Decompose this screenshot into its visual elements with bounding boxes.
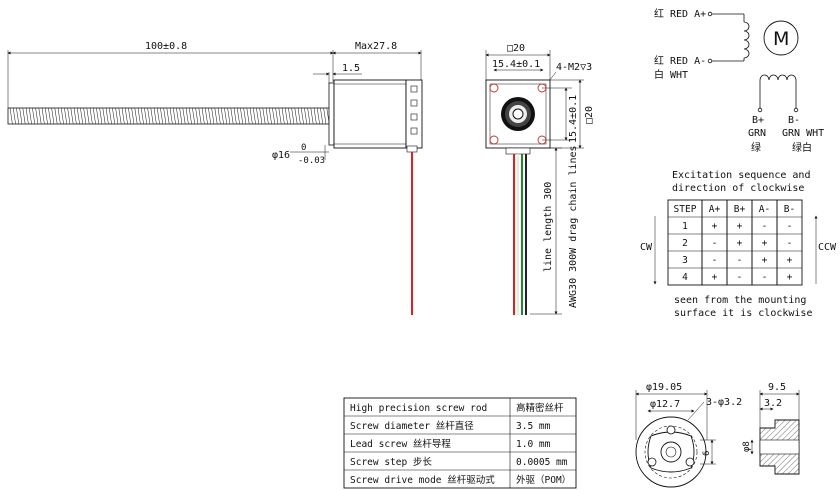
spec-value-cell: 1.0 mm xyxy=(516,439,551,450)
nut-height: 6 xyxy=(702,451,712,456)
nut-outer-dia: φ19.05 xyxy=(646,382,682,393)
excitation-cell: + xyxy=(712,272,718,283)
excitation-cell: - xyxy=(712,255,718,266)
excitation-header-cell: A+ xyxy=(709,204,721,215)
label-b-minus-en: GRN WHT xyxy=(782,128,824,139)
excitation-cell: - xyxy=(712,238,718,249)
excitation-note-1: seen from the mounting xyxy=(674,295,806,306)
label-b-minus: B- xyxy=(788,115,800,126)
label-b-plus-en: GRN xyxy=(748,128,766,139)
excitation-cell: + xyxy=(737,238,743,249)
spec-value-cell: 3.5 mm xyxy=(516,421,551,432)
excitation-table-frame xyxy=(667,199,803,286)
diameter-dim: φ16 xyxy=(272,150,290,161)
excitation-cell: - xyxy=(787,238,793,249)
excitation-cell: + xyxy=(762,255,768,266)
label-a-plus: 红 RED A+ xyxy=(654,7,706,20)
side-view: 100±0.8 Max27.8 1.5 φ16 0 -0.03 xyxy=(7,41,423,315)
hole-spacing-v: 15.4±0.1 xyxy=(568,95,579,143)
mount-hole xyxy=(489,83,499,93)
excitation-cell: 4 xyxy=(682,272,688,283)
hole-spec: 4-M2▽3 xyxy=(556,62,592,73)
excitation-cell: - xyxy=(787,221,793,232)
spec-table-frame xyxy=(343,397,577,489)
label-a-minus: 红 RED A- xyxy=(654,54,706,67)
cw-label: CW xyxy=(640,242,653,253)
coil-b xyxy=(759,74,797,81)
offset-dim: 1.5 xyxy=(342,63,360,74)
excitation-cell: - xyxy=(762,272,768,283)
excitation-cell: 2 xyxy=(682,238,688,249)
excitation-cell: + xyxy=(712,221,718,232)
excitation-header-cell: B+ xyxy=(734,204,746,215)
coil-a xyxy=(743,21,750,59)
spec-label-cell: High precision screw rod xyxy=(350,403,487,414)
square-top-dim: □20 xyxy=(507,43,525,54)
excitation-title-1: Excitation sequence and xyxy=(672,170,810,181)
excitation-section: Excitation sequence and direction of clo… xyxy=(640,170,837,319)
label-b-plus-cn: 绿 xyxy=(751,141,761,154)
excitation-cell: + xyxy=(787,255,793,266)
nut-bore-dim: φ8 xyxy=(742,441,752,452)
front-view: □20 15.4±0.1 4-M2▽3 15.4±0.1 □20 xyxy=(485,43,595,315)
excitation-header-cell: B- xyxy=(784,204,795,215)
excitation-cell: - xyxy=(762,221,768,232)
excitation-title-2: direction of clockwise xyxy=(672,183,804,194)
excitation-table: STEP A+ B+ A- B- 1 + + - - 2 - + + - 3 - - + +4 + - - + xyxy=(667,199,803,286)
hole-spacing-h: 15.4±0.1 xyxy=(492,59,540,70)
spec-label-cell: Screw step 步长 xyxy=(350,456,432,468)
wire-spec: AWG30 300W drag chain lines xyxy=(568,145,579,308)
spec-label-cell: Screw diameter 丝杆直径 xyxy=(350,420,474,432)
spec-label-cell: Lead screw 丝杆导程 xyxy=(350,438,451,450)
length-dim: 100±0.8 xyxy=(145,41,187,52)
spec-value-cell: 0.0005 mm xyxy=(516,457,568,468)
excitation-cell: - xyxy=(737,272,743,283)
ccw-label: CCW xyxy=(818,242,837,253)
excitation-cell: + xyxy=(787,272,793,283)
nut-hole xyxy=(666,425,676,435)
label-b-minus-cn: 绿白 xyxy=(792,141,812,154)
mount-hole xyxy=(489,135,499,145)
excitation-header-cell: A- xyxy=(759,204,770,215)
shaft xyxy=(512,108,524,120)
motor-symbol xyxy=(763,20,799,56)
spec-value-cell: 高精密丝杆 xyxy=(516,402,564,414)
excitation-cell: 1 xyxy=(682,221,688,232)
spec-label-cell: Screw drive mode 丝杆驱动式 xyxy=(350,474,495,486)
screw-thread xyxy=(9,107,333,125)
excitation-cell: - xyxy=(737,255,743,266)
motor-flange xyxy=(328,82,335,146)
nut-flange: 3.2 xyxy=(764,398,782,409)
max-dim: Max27.8 xyxy=(355,41,397,52)
excitation-cell: + xyxy=(737,221,743,232)
nut-front-view: φ19.05 φ12.7 3-φ3.2 6 xyxy=(635,382,742,488)
motor-body xyxy=(333,79,407,149)
spec-value-cell: 外驱（POM） xyxy=(516,474,571,486)
line-length: line length 300 xyxy=(543,182,554,272)
nut-section-view: 9.5 3.2 φ8 xyxy=(742,382,800,475)
label-a-minus-wht: 白 WHT xyxy=(654,68,688,81)
excitation-header-cell: STEP xyxy=(674,204,697,215)
excitation-note-2: surface it is clockwise xyxy=(674,308,812,319)
wiring-diagram: 红 RED A+ 红 RED A- 白 WHT M B+ GRN 绿 B- GR… xyxy=(654,7,824,154)
spec-table: High precision screw rod 高精密丝杆 Screw diame… xyxy=(343,397,577,489)
nut-holes: 3-φ3.2 xyxy=(706,397,742,408)
diameter-tol-upper: 0 xyxy=(301,143,306,153)
motor-symbol-label: M xyxy=(773,28,789,50)
nut-width: 9.5 xyxy=(768,382,786,393)
nut-hole xyxy=(647,457,657,467)
excitation-cell: 3 xyxy=(682,255,688,266)
label-b-plus: B+ xyxy=(752,115,764,126)
nut-inner-dia: φ12.7 xyxy=(650,399,680,410)
excitation-cell: + xyxy=(762,238,768,249)
nut-hole xyxy=(685,457,695,467)
square-side-dim: □20 xyxy=(584,106,595,124)
diameter-tol-lower: -0.03 xyxy=(298,156,325,166)
